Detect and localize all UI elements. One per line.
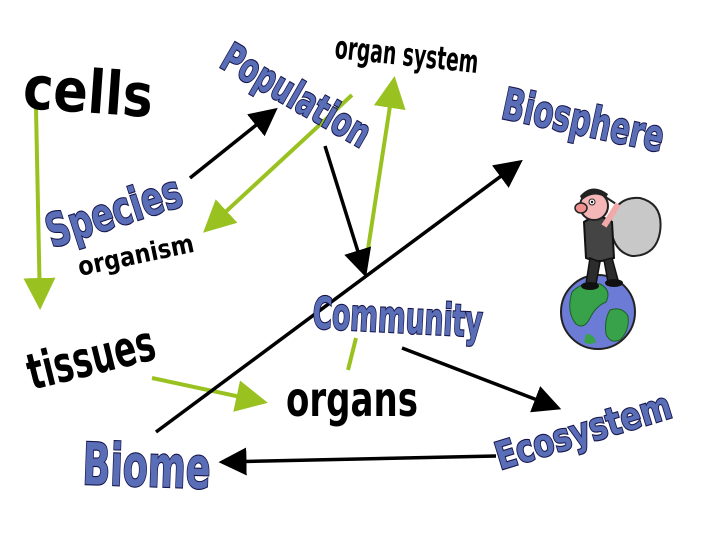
arrow-ecosystem-to-biome (222, 456, 496, 462)
thief-icon (575, 188, 661, 290)
arrow-organs-to-organ-system (366, 80, 394, 262)
label-cells: cells (21, 53, 156, 132)
label-biosphere: Biosphere (498, 79, 669, 163)
label-biome: Biome (82, 430, 212, 502)
label-tissues: tissues (21, 314, 161, 402)
arrow-community-to-ecosystem (402, 348, 558, 408)
label-organ-system: organ system (333, 28, 480, 81)
arrow-population-to-community (325, 146, 365, 274)
label-ecosystem: Ecosystem (490, 383, 677, 478)
arrow-organs-lower-link (348, 338, 356, 370)
arrow-tissues-to-organs (152, 378, 264, 402)
label-organs: organs (286, 372, 418, 428)
label-community: Community (311, 288, 483, 348)
arrow-species-to-population (190, 110, 275, 178)
